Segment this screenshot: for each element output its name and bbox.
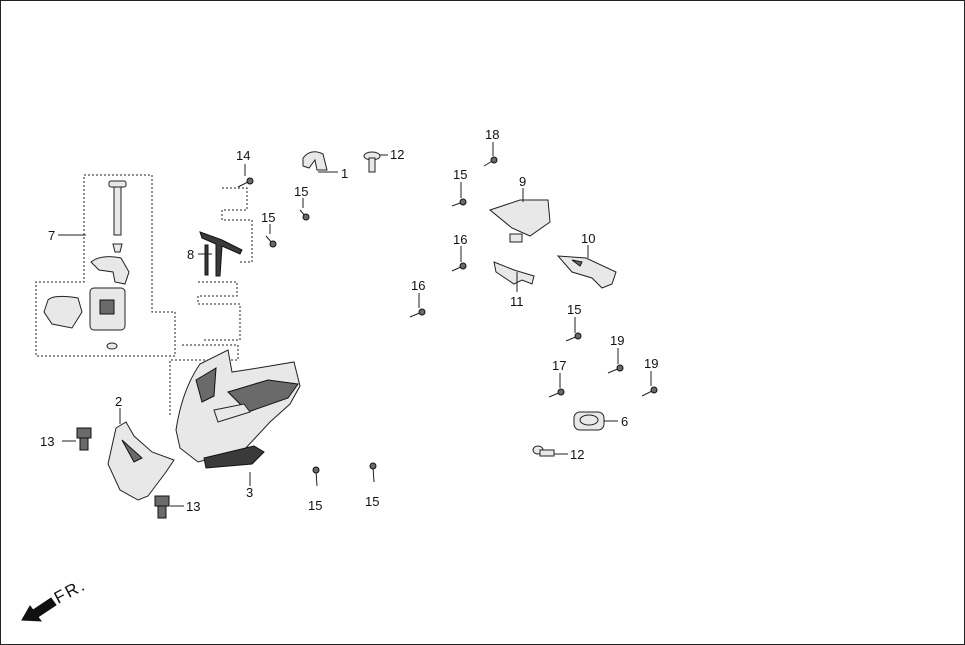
screw-15-e	[312, 466, 320, 487]
callout-19-b: 19	[644, 356, 658, 371]
callout-15-c: 15	[453, 167, 467, 182]
callout-7: 7	[48, 228, 55, 243]
part-7-assembly	[43, 180, 130, 350]
callout-14: 14	[236, 148, 250, 163]
part-12-rivet-bottom	[532, 445, 555, 457]
screw-19-b	[641, 386, 658, 397]
callout-15-d: 15	[567, 302, 581, 317]
callout-8: 8	[187, 247, 194, 262]
callout-12-bottom: 12	[570, 447, 584, 462]
callout-1: 1	[341, 166, 348, 181]
dashed-group-7	[35, 174, 176, 357]
callout-labels: 1 2 3 6 7 8 9 10 11 12 12 13 13 14 15 15…	[40, 127, 658, 514]
clip-part	[90, 256, 130, 285]
callout-19-a: 19	[610, 333, 624, 348]
leader-lines	[58, 142, 652, 507]
callout-12-top: 12	[390, 147, 404, 162]
callout-13-upper: 13	[40, 434, 54, 449]
part-3-front-cowl	[175, 349, 301, 469]
callout-15-e: 15	[308, 498, 322, 513]
callout-10: 10	[581, 231, 595, 246]
dashed-guide-8	[169, 187, 253, 415]
callout-16-b: 16	[411, 278, 425, 293]
bolt-13-upper	[76, 427, 92, 451]
callout-2: 2	[115, 394, 122, 409]
callout-11: 11	[510, 294, 524, 309]
small-washer	[106, 342, 118, 350]
part-2-lower-cover	[107, 421, 175, 501]
callout-9: 9	[519, 174, 526, 189]
screws	[237, 156, 658, 487]
callout-15-a: 15	[294, 184, 308, 199]
clamp-window	[99, 299, 115, 315]
screw-16-a	[451, 262, 467, 272]
part-12-rivet-top	[363, 151, 381, 173]
screw-15-c	[451, 198, 467, 207]
part-1-clip	[302, 151, 328, 171]
screw-14	[237, 177, 254, 188]
screw-15-d	[565, 332, 582, 342]
screw-16-b	[409, 308, 426, 318]
spring-part	[112, 243, 123, 253]
part-10-bracket	[556, 255, 617, 289]
clamp-left	[43, 295, 83, 329]
callout-13-lower: 13	[186, 499, 200, 514]
callout-15-f: 15	[365, 494, 379, 509]
screw-15-a	[299, 209, 310, 221]
callout-18: 18	[485, 127, 499, 142]
callout-6: 6	[621, 414, 628, 429]
part-6-bushing	[573, 411, 605, 431]
long-bolt-head	[108, 180, 127, 188]
callout-17: 17	[552, 358, 566, 373]
bolt-13-lower	[154, 495, 170, 519]
screw-17	[548, 388, 565, 398]
screw-18	[483, 156, 498, 167]
screw-15-f	[369, 462, 377, 483]
part-8-bracket	[199, 231, 243, 277]
front-direction-indicator: FR.	[21, 575, 89, 622]
front-arrow-icon	[21, 597, 57, 622]
front-direction-label: FR.	[51, 575, 89, 607]
callout-16-a: 16	[453, 232, 467, 247]
callout-15-b: 15	[261, 210, 275, 225]
part-9-cover	[488, 199, 551, 243]
callout-3: 3	[246, 485, 253, 500]
long-bolt-shank	[113, 184, 122, 236]
screw-19-a	[607, 364, 624, 374]
screw-15-b	[265, 235, 277, 248]
part-11-strip	[493, 261, 535, 285]
